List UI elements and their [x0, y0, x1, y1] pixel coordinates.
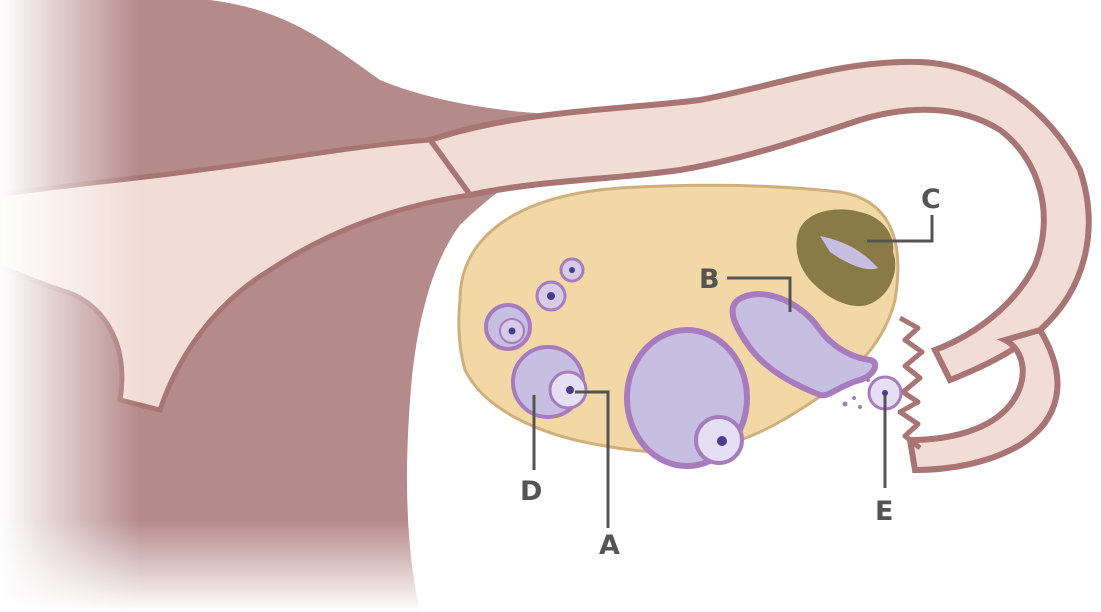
secondary-follicle	[486, 305, 530, 349]
primordial-follicle	[561, 259, 583, 281]
follicle-d	[513, 347, 586, 417]
label-e: E	[875, 498, 893, 525]
fimbriae	[900, 318, 922, 448]
primary-follicle	[537, 282, 565, 310]
label-c: C	[921, 186, 941, 213]
label-b: B	[699, 266, 720, 293]
label-a: A	[599, 532, 620, 559]
label-d: D	[520, 478, 542, 505]
graafian-follicle	[627, 330, 747, 466]
